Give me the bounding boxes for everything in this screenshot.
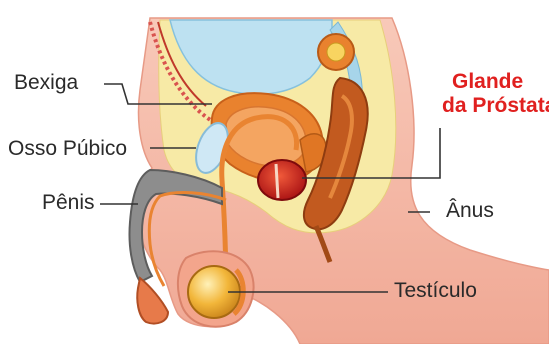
label-prostate: Glande da Próstata — [442, 70, 549, 117]
label-pubic-bone: Osso Púbico — [8, 138, 127, 159]
label-anus: Ânus — [446, 200, 494, 221]
label-prostate-line1: Glande — [442, 70, 549, 94]
label-prostate-line2: da Próstata — [442, 94, 549, 118]
colon-lumen — [327, 43, 345, 61]
prostate — [258, 160, 306, 200]
label-penis: Pênis — [42, 192, 95, 213]
urethra-prostatic — [276, 164, 278, 198]
label-bladder: Bexiga — [14, 72, 78, 93]
label-testicle: Testículo — [394, 280, 477, 301]
